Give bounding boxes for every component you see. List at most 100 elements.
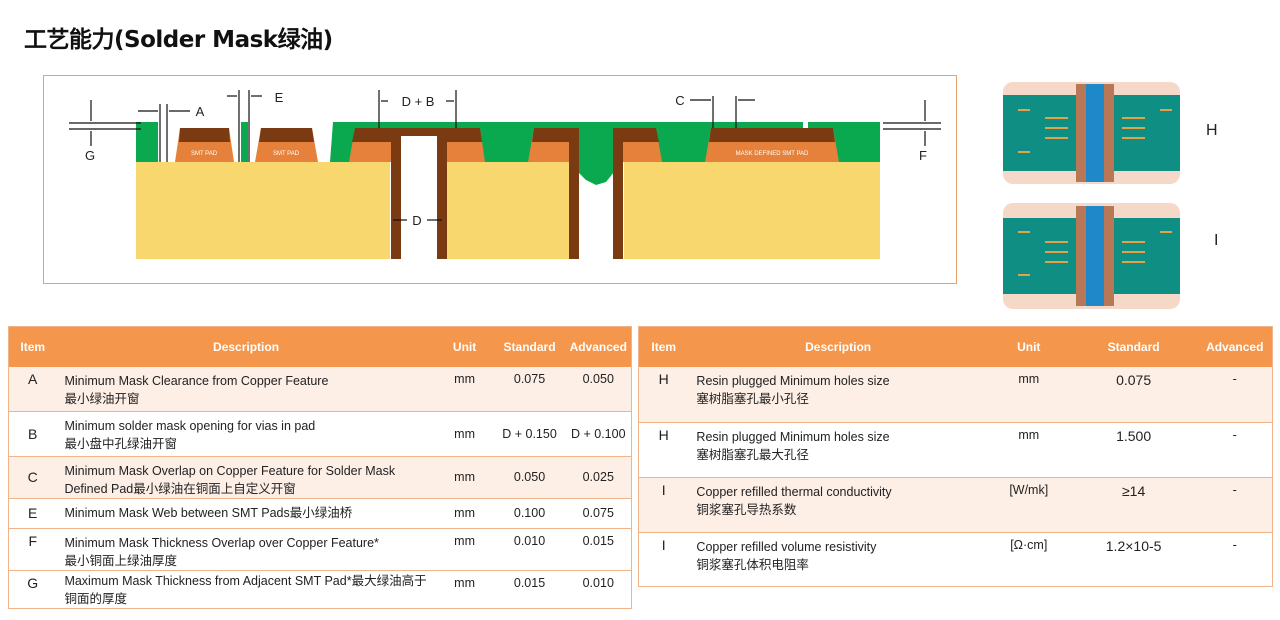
item: H (638, 367, 689, 423)
mask-defined-pad (705, 128, 839, 162)
standard: 1.500 (1069, 422, 1198, 478)
desc-en: Minimum Mask Web between SMT Pads (64, 506, 290, 520)
advanced: 0.010 (565, 570, 632, 609)
desc-en: Minimum solder mask opening for vias in … (64, 418, 316, 433)
desc-cn: 最小绿油桥 (289, 506, 353, 520)
col-item: Item (8, 326, 57, 367)
substrate (136, 162, 390, 259)
smt-pad-1 (175, 128, 234, 162)
advanced: 0.075 (565, 498, 632, 529)
label-a: A (196, 104, 205, 119)
standard: 0.075 (1069, 367, 1198, 423)
substrate (444, 162, 569, 259)
resin-plugged-via-image (1003, 82, 1180, 184)
col-unit: Unit (435, 326, 494, 367)
copper-refilled-via-image (1003, 203, 1180, 309)
unit: mm (435, 456, 494, 499)
standard: 0.075 (493, 367, 566, 412)
advanced: 0.015 (565, 528, 632, 571)
col-description: Description (688, 326, 988, 367)
table-row: A Minimum Mask Clearance from Copper Fea… (8, 367, 632, 412)
desc-cn: 最小铜面上绿油厚度 (64, 553, 177, 568)
desc-en: Resin plugged Minimum holes size (696, 374, 890, 388)
item: H (638, 422, 689, 478)
pad-label: SMT PAD (191, 151, 218, 157)
label-d-plus-b: D + B (402, 94, 435, 109)
desc-cn: 铜浆塞孔体积电阻率 (696, 557, 809, 572)
unit: mm (435, 411, 494, 457)
unit: mm (987, 367, 1070, 423)
advanced: - (1197, 477, 1273, 533)
advanced: 0.050 (565, 367, 632, 412)
desc-cn: 最小绿油开窗 (64, 392, 140, 406)
via-in-pad (349, 128, 485, 259)
col-item: Item (638, 326, 689, 367)
unit: [Ω·cm] (987, 532, 1070, 587)
item: A (8, 367, 57, 412)
tented-via (528, 128, 662, 259)
label-h: H (1206, 122, 1218, 139)
desc-cn: 最小绿油在铜面上自定义开窗 (133, 481, 296, 496)
table-row: I Copper refilled thermal conductivity 铜浆… (638, 477, 1273, 533)
dimension-lines (69, 90, 941, 221)
table-row: G Maximum Mask Thickness from Adjacent S… (8, 570, 632, 609)
label-i: I (1214, 232, 1219, 249)
standard: ≥14 (1069, 477, 1198, 533)
item: I (638, 477, 689, 533)
advanced: D + 0.100 (565, 411, 632, 457)
table-row: B Minimum solder mask opening for vias i… (8, 411, 632, 457)
col-description: Description (56, 326, 436, 367)
item: C (8, 456, 57, 499)
standard: 1.2×10-5 (1069, 532, 1198, 587)
table-row: E Minimum Mask Web between SMT Pads最小绿油桥… (8, 498, 632, 529)
advanced: - (1197, 532, 1273, 587)
desc-cn: 塞树脂塞孔最小孔径 (696, 392, 809, 406)
label-f: F (919, 148, 927, 163)
unit: mm (987, 422, 1070, 478)
unit: [W/mk] (987, 477, 1070, 533)
diagram-frame (43, 75, 957, 284)
table-row: F Minimum Mask Thickness Overlap over Co… (8, 528, 632, 571)
advanced: - (1197, 367, 1273, 423)
desc-en: Minimum Mask Clearance from Copper Featu… (64, 374, 329, 388)
via-plugging-table: Item Description Unit Standard Advanced … (638, 326, 1273, 587)
standard: D + 0.150 (493, 411, 566, 457)
desc-cn: 铜浆塞孔导热系数 (696, 502, 797, 517)
col-standard: Standard (493, 326, 566, 367)
desc-en: Minimum Mask Overlap on Copper Feature f… (64, 463, 396, 496)
item: E (8, 498, 57, 529)
advanced: - (1197, 422, 1273, 478)
table-row: H Resin plugged Minimum holes size 塞树脂塞孔最… (638, 367, 1273, 423)
page-title: 工艺能力(Solder Mask绿油) (24, 27, 333, 53)
pad-label: SMT PAD (273, 151, 300, 157)
standard: 0.100 (493, 498, 566, 529)
desc-en: Copper refilled thermal conductivity (696, 484, 892, 499)
desc-cn: 最小盘中孔绿油开窗 (64, 436, 177, 451)
desc-en: Minimum Mask Thickness Overlap over Copp… (64, 535, 379, 550)
table-row: H Resin plugged Minimum holes size 塞树脂塞孔最… (638, 422, 1273, 478)
table-row: C Minimum Mask Overlap on Copper Feature… (8, 456, 632, 499)
desc-cn: 塞树脂塞孔最大孔径 (696, 447, 809, 462)
item: B (8, 411, 57, 457)
standard: 0.015 (493, 570, 566, 609)
col-advanced: Advanced (565, 326, 632, 367)
standard: 0.050 (493, 456, 566, 499)
unit: mm (435, 367, 494, 412)
item: F (8, 528, 57, 571)
label-c: C (675, 93, 684, 108)
unit: mm (435, 498, 494, 529)
desc-en: Maximum Mask Thickness from Adjacent SMT… (64, 573, 352, 588)
label-g: G (85, 148, 95, 163)
label-d: D (412, 213, 421, 228)
advanced: 0.025 (565, 456, 632, 499)
solder-mask-capability-table: Item Description Unit Standard Advanced … (8, 326, 632, 609)
substrate (624, 162, 880, 259)
unit: mm (435, 528, 494, 571)
pad-label: MASK DEFINED SMT PAD (736, 151, 809, 157)
desc-en: Resin plugged Minimum holes size (696, 429, 890, 444)
solder-mask-diagram: SMT PAD SMT PAD MASK DEFINED SMT PAD A E… (43, 75, 1180, 309)
col-standard: Standard (1069, 326, 1198, 367)
desc-cn: 最大绿油高于铜面的厚度 (64, 573, 427, 606)
col-advanced: Advanced (1197, 326, 1273, 367)
